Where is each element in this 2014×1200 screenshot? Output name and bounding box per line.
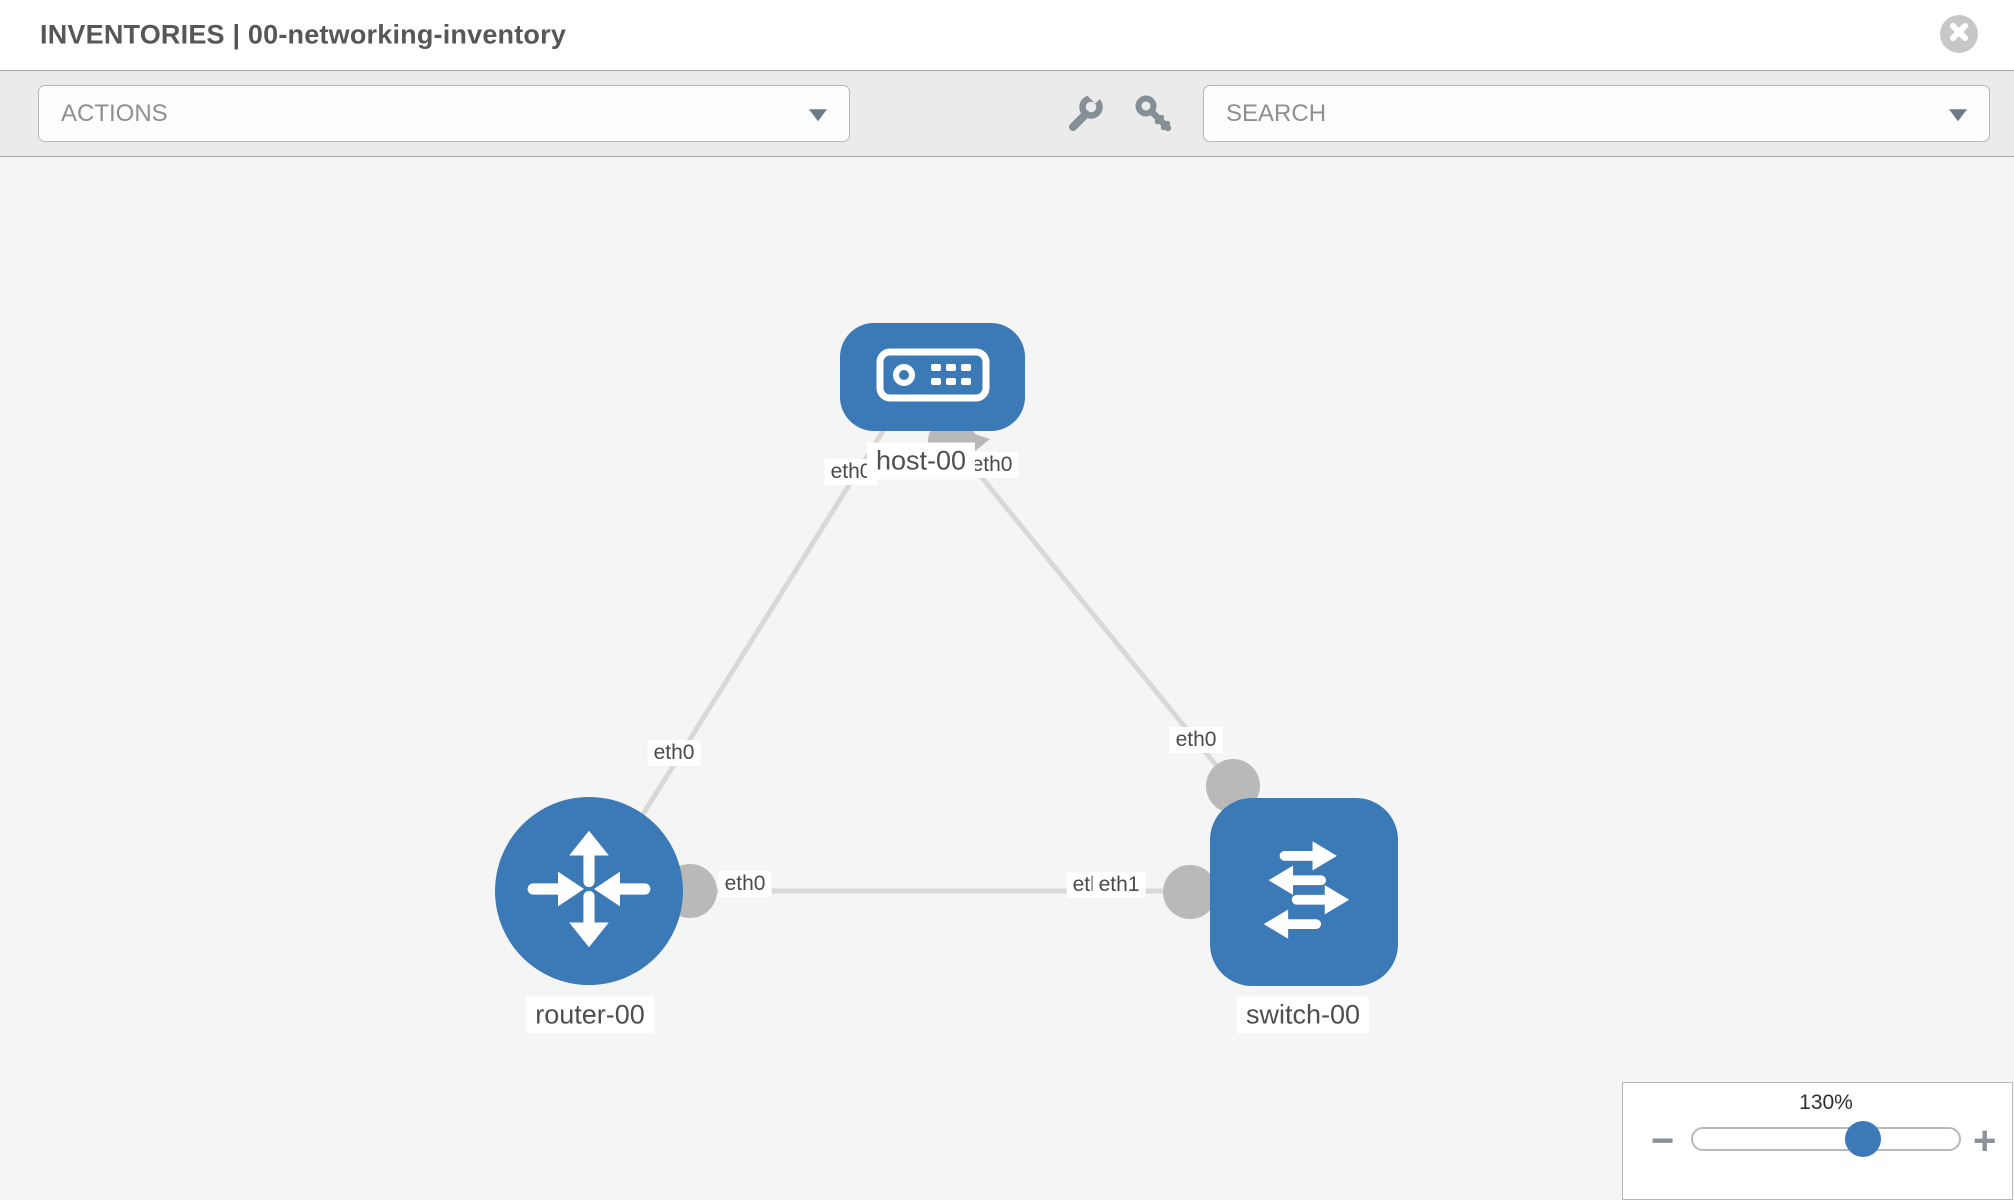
close-button[interactable] xyxy=(1940,15,1978,53)
node-label-router: router-00 xyxy=(526,996,654,1034)
page-title: INVENTORIES | 00-networking-inventory xyxy=(40,19,567,50)
iface-label-link-left: eth0 xyxy=(647,740,701,766)
actions-select[interactable]: ACTIONS xyxy=(38,85,850,142)
toolbar: ACTIONS SEARC xyxy=(0,71,2014,157)
node-label-switch: switch-00 xyxy=(1236,996,1370,1034)
credentials-button[interactable] xyxy=(1133,93,1175,135)
iface-label-router-eth0: eth0 xyxy=(718,871,772,897)
chevron-down-icon xyxy=(1949,108,1967,121)
node-label-host: host-00 xyxy=(866,442,976,480)
node-host[interactable] xyxy=(840,323,1025,431)
zoom-slider[interactable] xyxy=(1691,1121,1961,1157)
configure-button[interactable] xyxy=(1063,81,1107,135)
chevron-down-icon xyxy=(809,108,827,121)
iface-label-link-right: eth0 xyxy=(1169,727,1223,753)
server-icon xyxy=(875,347,991,408)
switch-left-interface-circle xyxy=(1163,865,1217,919)
zoom-in-button[interactable]: + xyxy=(1973,1119,1997,1163)
zoom-out-button[interactable]: − xyxy=(1651,1119,1675,1163)
header-bar: INVENTORIES | 00-networking-inventory xyxy=(0,0,2014,71)
search-select-label: SEARCH xyxy=(1226,99,1327,127)
search-select[interactable]: SEARCH xyxy=(1203,85,1990,142)
zoom-level-label: 130% xyxy=(1799,1091,1853,1114)
node-router[interactable] xyxy=(495,797,683,985)
iface-label-switch-eth1: eth1 xyxy=(1092,872,1146,898)
close-icon xyxy=(1948,21,1970,48)
actions-select-label: ACTIONS xyxy=(61,99,168,127)
switch-icon xyxy=(1243,829,1365,956)
zoom-control-panel: 130% − + xyxy=(1622,1082,2013,1200)
links-layer xyxy=(637,413,1260,919)
router-icon xyxy=(527,827,651,956)
wrench-icon xyxy=(1063,81,1107,139)
topology-canvas[interactable]: host-00 router-00 switch-00 eth0 eth0 et… xyxy=(0,157,2014,1200)
key-icon xyxy=(1133,95,1175,139)
node-switch[interactable] xyxy=(1210,798,1398,986)
zoom-slider-thumb[interactable] xyxy=(1845,1121,1882,1157)
